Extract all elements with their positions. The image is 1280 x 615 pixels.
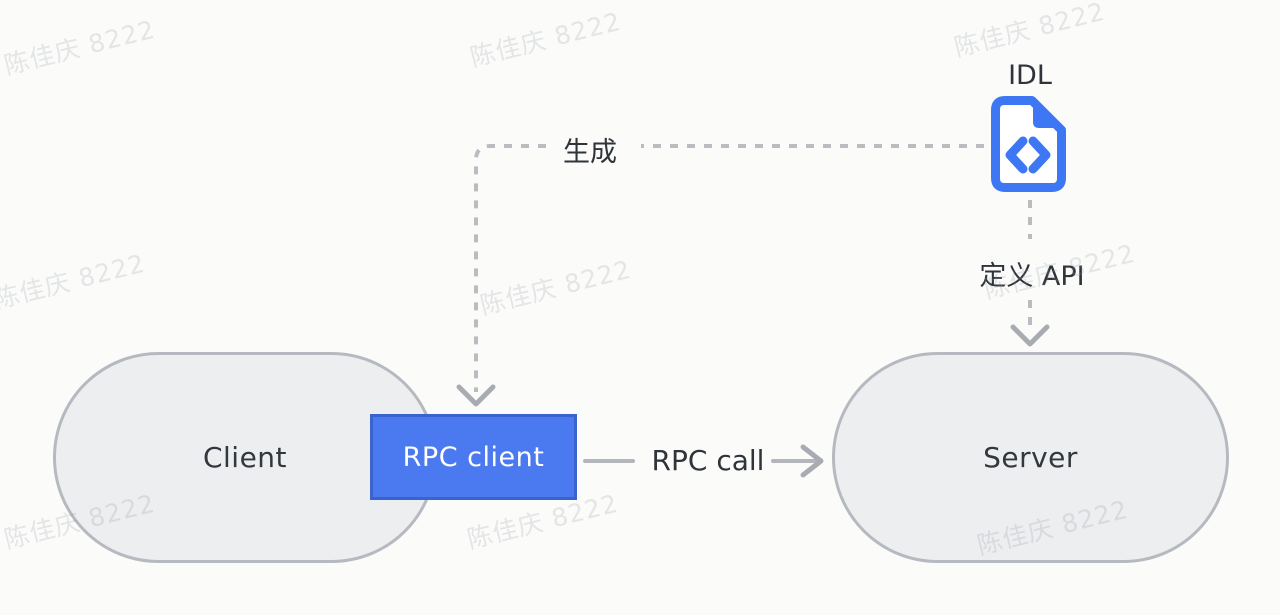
file-folded-corner bbox=[1033, 103, 1058, 128]
server-node: Server bbox=[832, 352, 1229, 563]
file-outline bbox=[991, 96, 1066, 192]
rpc-client-node: RPC client bbox=[370, 414, 577, 500]
client-node-label: Client bbox=[202, 441, 288, 474]
arrowhead-down-to-server bbox=[1010, 324, 1050, 347]
arrowhead-down-to-rpc-client bbox=[456, 384, 496, 407]
code-file-icon bbox=[991, 96, 1066, 192]
rpc-client-node-label: RPC client bbox=[402, 441, 545, 473]
edge-generate-elbow-segment bbox=[474, 144, 546, 392]
idl-label: IDL bbox=[1008, 60, 1052, 91]
edge-label-rpc-call: RPC call bbox=[651, 444, 765, 477]
arrowhead-right-to-server bbox=[800, 444, 824, 478]
edge-label-define-api: 定义 API bbox=[979, 261, 1085, 292]
code-left-bracket bbox=[1005, 136, 1028, 174]
server-node-label: Server bbox=[983, 441, 1078, 474]
code-right-bracket bbox=[1028, 136, 1051, 174]
edge-label-generate: 生成 bbox=[563, 137, 617, 168]
